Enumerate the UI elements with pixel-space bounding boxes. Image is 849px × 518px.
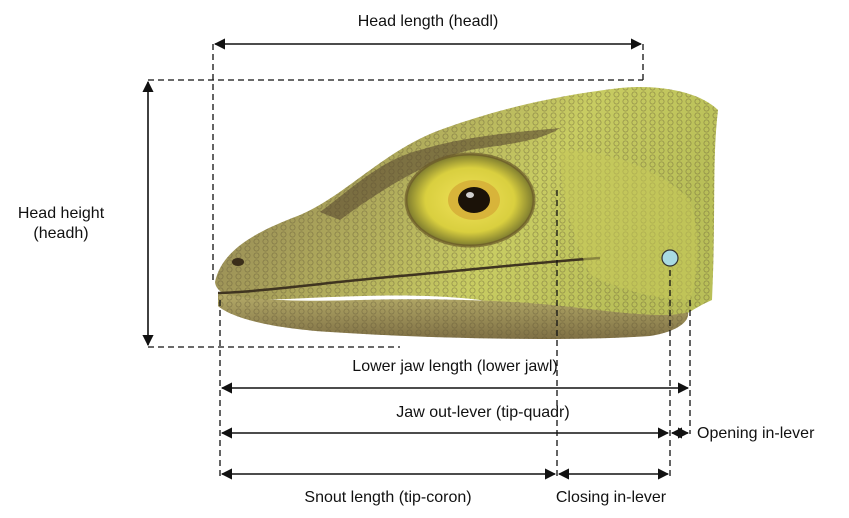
lower-jaw-length-label: Lower jaw length (lower jawl) <box>352 357 557 377</box>
snout-length-label: Snout length (tip-coron) <box>304 488 471 508</box>
closing-in-lever-label: Closing in-lever <box>556 488 666 508</box>
lizard-head-photo <box>215 87 718 339</box>
head-height-label-line1: Head height <box>18 204 104 224</box>
nostril <box>232 258 244 266</box>
circle-marker-icon <box>662 250 678 266</box>
head-length-label: Head length (headl) <box>358 12 499 32</box>
eye <box>406 154 534 246</box>
head-height-label-line2: (headh) <box>33 224 88 244</box>
jaw-out-lever-label: Jaw out-lever (tip-quadr) <box>396 403 569 423</box>
opening-in-lever-label: Opening in-lever <box>697 424 814 444</box>
